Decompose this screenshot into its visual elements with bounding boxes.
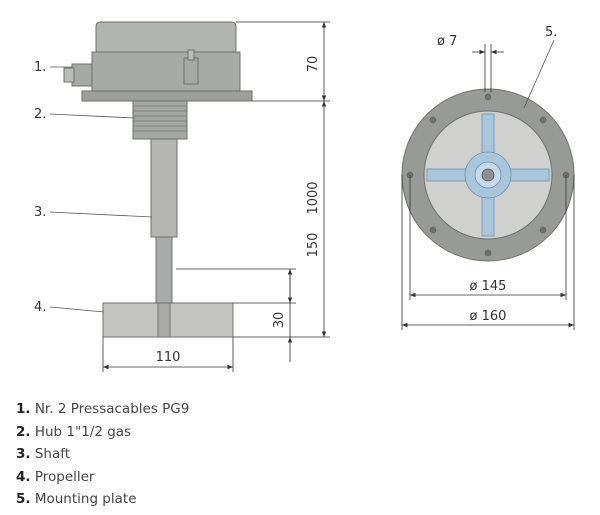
legend-item: 5. Mounting plate	[16, 491, 137, 507]
svg-text:1.: 1.	[34, 60, 46, 75]
side-view	[63, 21, 253, 338]
legend-item: 2. Hub 1"1/2 gas	[16, 423, 132, 440]
legend-item: 3. Shaft	[16, 446, 71, 462]
dim-outer-diameter: ø 160	[470, 309, 507, 324]
dimension-line-110	[102, 337, 234, 372]
dim-housing-height: 70	[306, 56, 321, 73]
dim-shaft-gap: 150	[306, 233, 321, 258]
callout-5: 5.	[523, 25, 557, 109]
dimension-lines-vertical	[176, 21, 330, 362]
hub	[132, 100, 188, 140]
dim-hole-diameter: ø 7	[437, 34, 457, 49]
propeller-hub	[157, 302, 171, 338]
dim-total-length: 1000	[306, 181, 321, 214]
housing-lid	[95, 21, 237, 55]
propeller-cross	[426, 113, 550, 237]
dim-propeller-width: 110	[156, 350, 181, 365]
legend-item: 4. Propeller	[16, 468, 95, 485]
callout-1: 1.	[34, 60, 72, 75]
svg-text:3.: 3.	[34, 205, 46, 220]
top-view	[401, 88, 575, 262]
callout-4: 4.	[34, 300, 105, 315]
side-flange	[81, 90, 253, 102]
callout-3: 3.	[34, 205, 153, 220]
bolt-holes	[406, 93, 570, 257]
dimension-hole	[472, 44, 504, 92]
top-gland	[183, 49, 199, 85]
dimension-diameters	[401, 175, 575, 330]
dim-propeller-height: 30	[272, 312, 287, 329]
shaft-upper	[150, 138, 178, 238]
svg-text:4.: 4.	[34, 300, 46, 315]
parts-legend: 1. Nr. 2 Pressacables PG9 2. Hub 1"1/2 g…	[16, 398, 189, 511]
dim-inner-diameter: ø 145	[470, 279, 507, 294]
svg-text:5.: 5.	[545, 25, 557, 40]
technical-drawing: 1. 2. 3. 4. 70 1000 150 30	[34, 21, 575, 372]
shaft-lower	[155, 236, 173, 304]
housing-body	[91, 51, 241, 93]
cable-gland	[63, 63, 93, 87]
callout-2: 2.	[34, 107, 136, 122]
legend-item: 1. Nr. 2 Pressacables PG9	[16, 401, 190, 417]
svg-text:2.: 2.	[34, 107, 46, 122]
